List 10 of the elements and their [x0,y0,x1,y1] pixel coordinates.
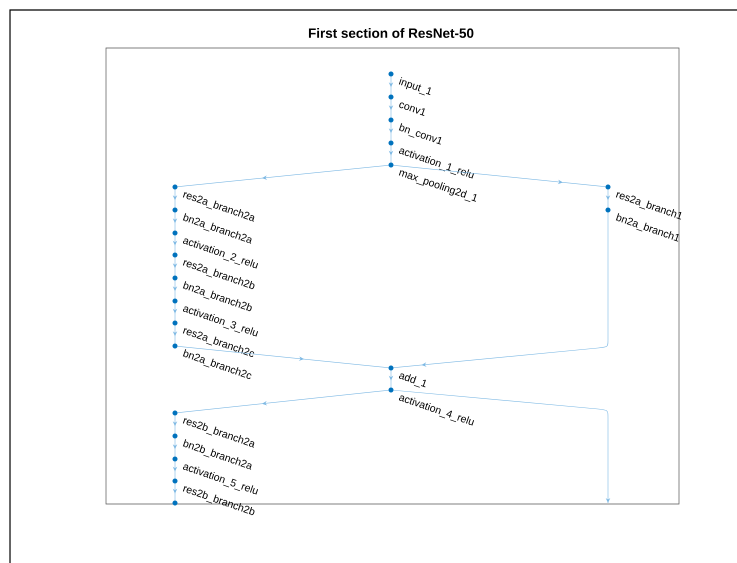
node-label: add_1 [398,373,426,388]
arrow [393,212,608,368]
node-marker [172,500,178,506]
arrow [177,164,389,188]
arrow [177,390,389,413]
arrow [393,390,610,504]
node-label: conv1 [399,102,425,116]
chart-title: First section of ResNet-50 [308,28,474,38]
arrow [393,164,606,188]
arrow [177,346,389,368]
